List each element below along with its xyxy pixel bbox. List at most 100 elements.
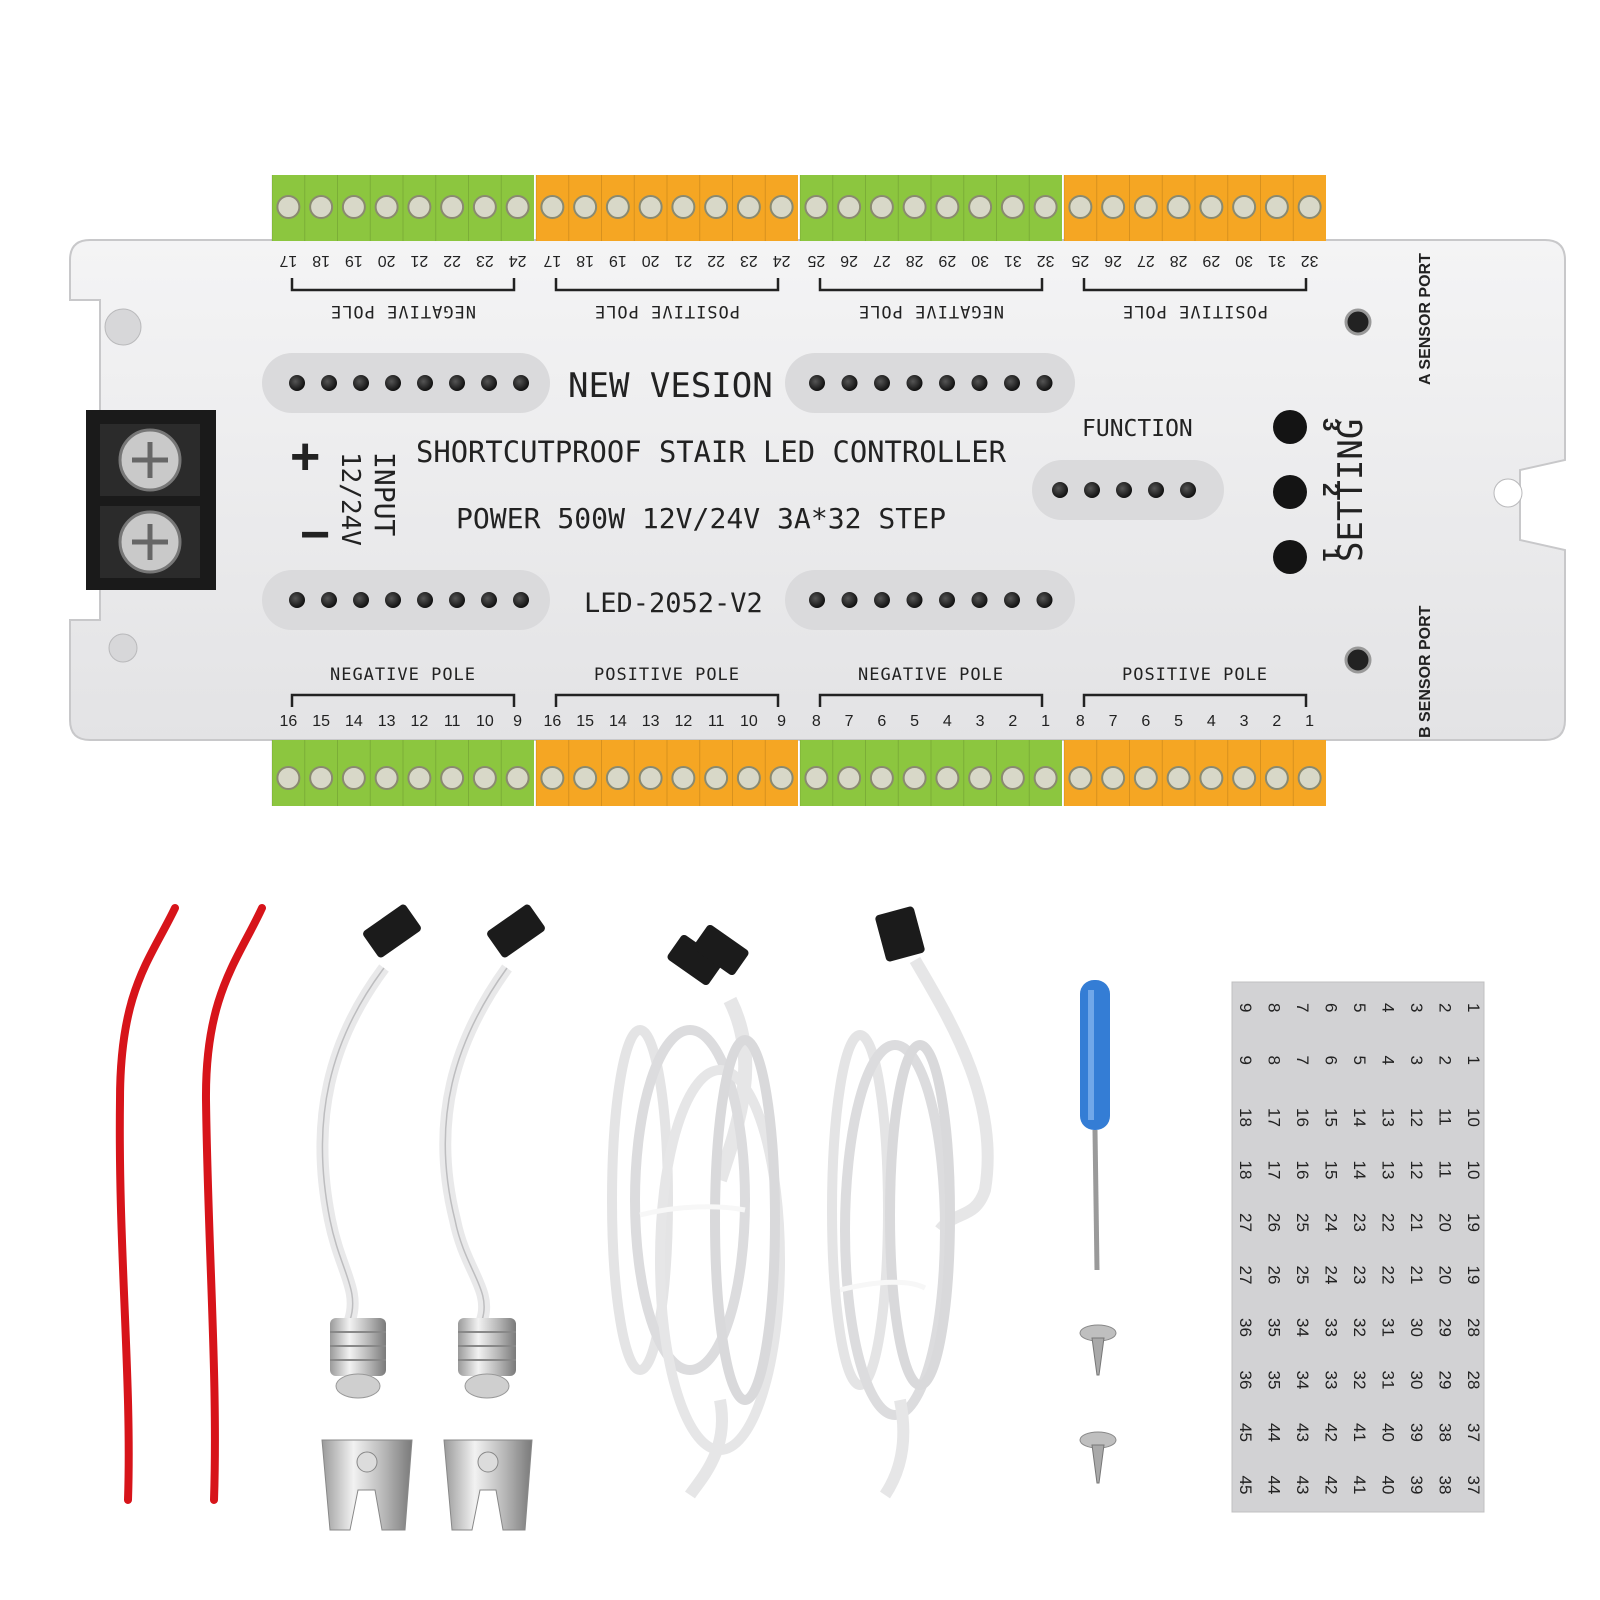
- terminal-screw-icon[interactable]: [505, 766, 530, 790]
- terminal-screw-icon[interactable]: [804, 766, 829, 790]
- terminal-screw-icon[interactable]: [837, 195, 862, 219]
- terminal-screw-icon[interactable]: [1166, 766, 1191, 790]
- terminal-screw-icon[interactable]: [869, 195, 894, 219]
- terminal-screw-icon[interactable]: [573, 766, 598, 790]
- terminal-screw-icon[interactable]: [1232, 195, 1257, 219]
- pin-number: 29: [938, 252, 956, 269]
- terminal-screw-icon[interactable]: [374, 766, 399, 790]
- terminal-screw-icon[interactable]: [1000, 766, 1025, 790]
- terminal-screw-icon[interactable]: [374, 195, 399, 219]
- sticker-number: 27: [1236, 1266, 1255, 1285]
- terminal-screw-icon[interactable]: [704, 766, 729, 790]
- terminal-screw-icon[interactable]: [769, 195, 794, 219]
- terminal-screw-icon[interactable]: [1068, 195, 1093, 219]
- setting-button-1[interactable]: [1273, 540, 1307, 574]
- pin-number: 4: [943, 713, 952, 730]
- terminal-screw-icon[interactable]: [605, 766, 630, 790]
- terminal-screw-icon[interactable]: [736, 766, 761, 790]
- sticker-number: 13: [1379, 1161, 1398, 1180]
- led-indicator: [353, 592, 369, 608]
- terminal-screw-icon[interactable]: [407, 195, 432, 219]
- terminal-screw-icon[interactable]: [671, 766, 696, 790]
- sticker-number: 42: [1322, 1423, 1341, 1442]
- terminal-screw-icon[interactable]: [902, 195, 927, 219]
- terminal-screw-icon[interactable]: [638, 766, 663, 790]
- terminal-screw-icon[interactable]: [1297, 766, 1322, 790]
- terminal-screw-icon[interactable]: [1101, 766, 1126, 790]
- led-indicator: [874, 375, 890, 391]
- sensor-port-b[interactable]: [1344, 646, 1372, 674]
- sticker-number: 12: [1407, 1108, 1426, 1127]
- terminal-screw-icon[interactable]: [1199, 195, 1224, 219]
- led-indicator: [906, 592, 923, 608]
- pin-number: 16: [279, 713, 297, 730]
- terminal-screw-icon[interactable]: [935, 195, 960, 219]
- sticker-number: 37: [1464, 1476, 1483, 1495]
- pin-number: 21: [674, 252, 692, 269]
- terminal-screw-icon[interactable]: [935, 766, 960, 790]
- sticker-number: 17: [1265, 1108, 1284, 1127]
- sticker-number: 20: [1436, 1266, 1455, 1285]
- terminal-screw-icon[interactable]: [472, 195, 497, 219]
- terminal-screw-icon[interactable]: [1199, 766, 1224, 790]
- terminal-screw-icon[interactable]: [341, 195, 366, 219]
- terminal-screw-icon[interactable]: [440, 766, 465, 790]
- led-window-top-right: [785, 353, 1075, 413]
- terminal-screw-icon[interactable]: [1264, 195, 1289, 219]
- led-indicator: [906, 375, 923, 391]
- setting-button-3[interactable]: [1273, 410, 1307, 444]
- terminal-screw-icon[interactable]: [1101, 195, 1126, 219]
- terminal-screw-icon[interactable]: [1033, 195, 1058, 219]
- terminal-screw-icon[interactable]: [704, 195, 729, 219]
- terminal-screw-icon[interactable]: [276, 766, 301, 790]
- terminal-screw-icon[interactable]: [736, 195, 761, 219]
- terminal-screw-icon[interactable]: [407, 766, 432, 790]
- terminal-screw-icon[interactable]: [505, 195, 530, 219]
- terminal-screw-icon[interactable]: [341, 766, 366, 790]
- terminal-screw-icon[interactable]: [968, 195, 993, 219]
- sticker-number: 30: [1407, 1371, 1426, 1390]
- terminal-screw-icon[interactable]: [671, 195, 696, 219]
- pin-number: 18: [312, 252, 330, 269]
- terminal-screw-icon[interactable]: [1297, 195, 1322, 219]
- function-led-row: [1052, 482, 1196, 498]
- terminal-screw-icon[interactable]: [573, 195, 598, 219]
- terminal-screw-icon[interactable]: [769, 766, 794, 790]
- terminal-screw-icon[interactable]: [1133, 195, 1158, 219]
- sticker-number: 44: [1265, 1476, 1284, 1495]
- terminal-screw-icon[interactable]: [1232, 766, 1257, 790]
- terminal-screw-icon[interactable]: [1000, 195, 1025, 219]
- terminal-screw-icon[interactable]: [869, 766, 894, 790]
- terminal-screw-icon[interactable]: [540, 195, 565, 219]
- led-window-top-left: [262, 353, 550, 413]
- terminal-screw-icon[interactable]: [1068, 766, 1093, 790]
- setting-button-2-label: 2: [1317, 483, 1344, 496]
- terminal-screw-icon[interactable]: [540, 766, 565, 790]
- sticker-number: 14: [1350, 1108, 1369, 1127]
- terminal-screw-icon[interactable]: [804, 195, 829, 219]
- pin-number: 25: [1071, 252, 1089, 269]
- terminal-screw-icon[interactable]: [638, 195, 663, 219]
- terminal-screw-icon[interactable]: [605, 195, 630, 219]
- terminal-screw-icon[interactable]: [837, 766, 862, 790]
- terminal-screw-icon[interactable]: [902, 766, 927, 790]
- sticker-number: 23: [1350, 1266, 1369, 1285]
- terminal-screw-icon[interactable]: [440, 195, 465, 219]
- minus-symbol: −: [300, 506, 330, 564]
- function-label: FUNCTION: [1082, 416, 1193, 442]
- terminal-screw-icon[interactable]: [968, 766, 993, 790]
- terminal-screw-icon[interactable]: [1133, 766, 1158, 790]
- terminal-screw-icon[interactable]: [309, 195, 334, 219]
- terminal-screw-icon[interactable]: [276, 195, 301, 219]
- power-input-terminal[interactable]: [86, 410, 216, 590]
- terminal-screw-icon[interactable]: [1264, 766, 1289, 790]
- terminal-screw-icon[interactable]: [1033, 766, 1058, 790]
- sticker-number: 14: [1350, 1161, 1369, 1180]
- setting-button-2[interactable]: [1273, 475, 1307, 509]
- led-indicator: [321, 375, 337, 391]
- terminal-screw-icon[interactable]: [309, 766, 334, 790]
- sensor-port-a[interactable]: [1344, 308, 1372, 336]
- terminal-screw-icon[interactable]: [472, 766, 497, 790]
- terminal-screw-icon[interactable]: [1166, 195, 1191, 219]
- sticker-number: 44: [1265, 1423, 1284, 1442]
